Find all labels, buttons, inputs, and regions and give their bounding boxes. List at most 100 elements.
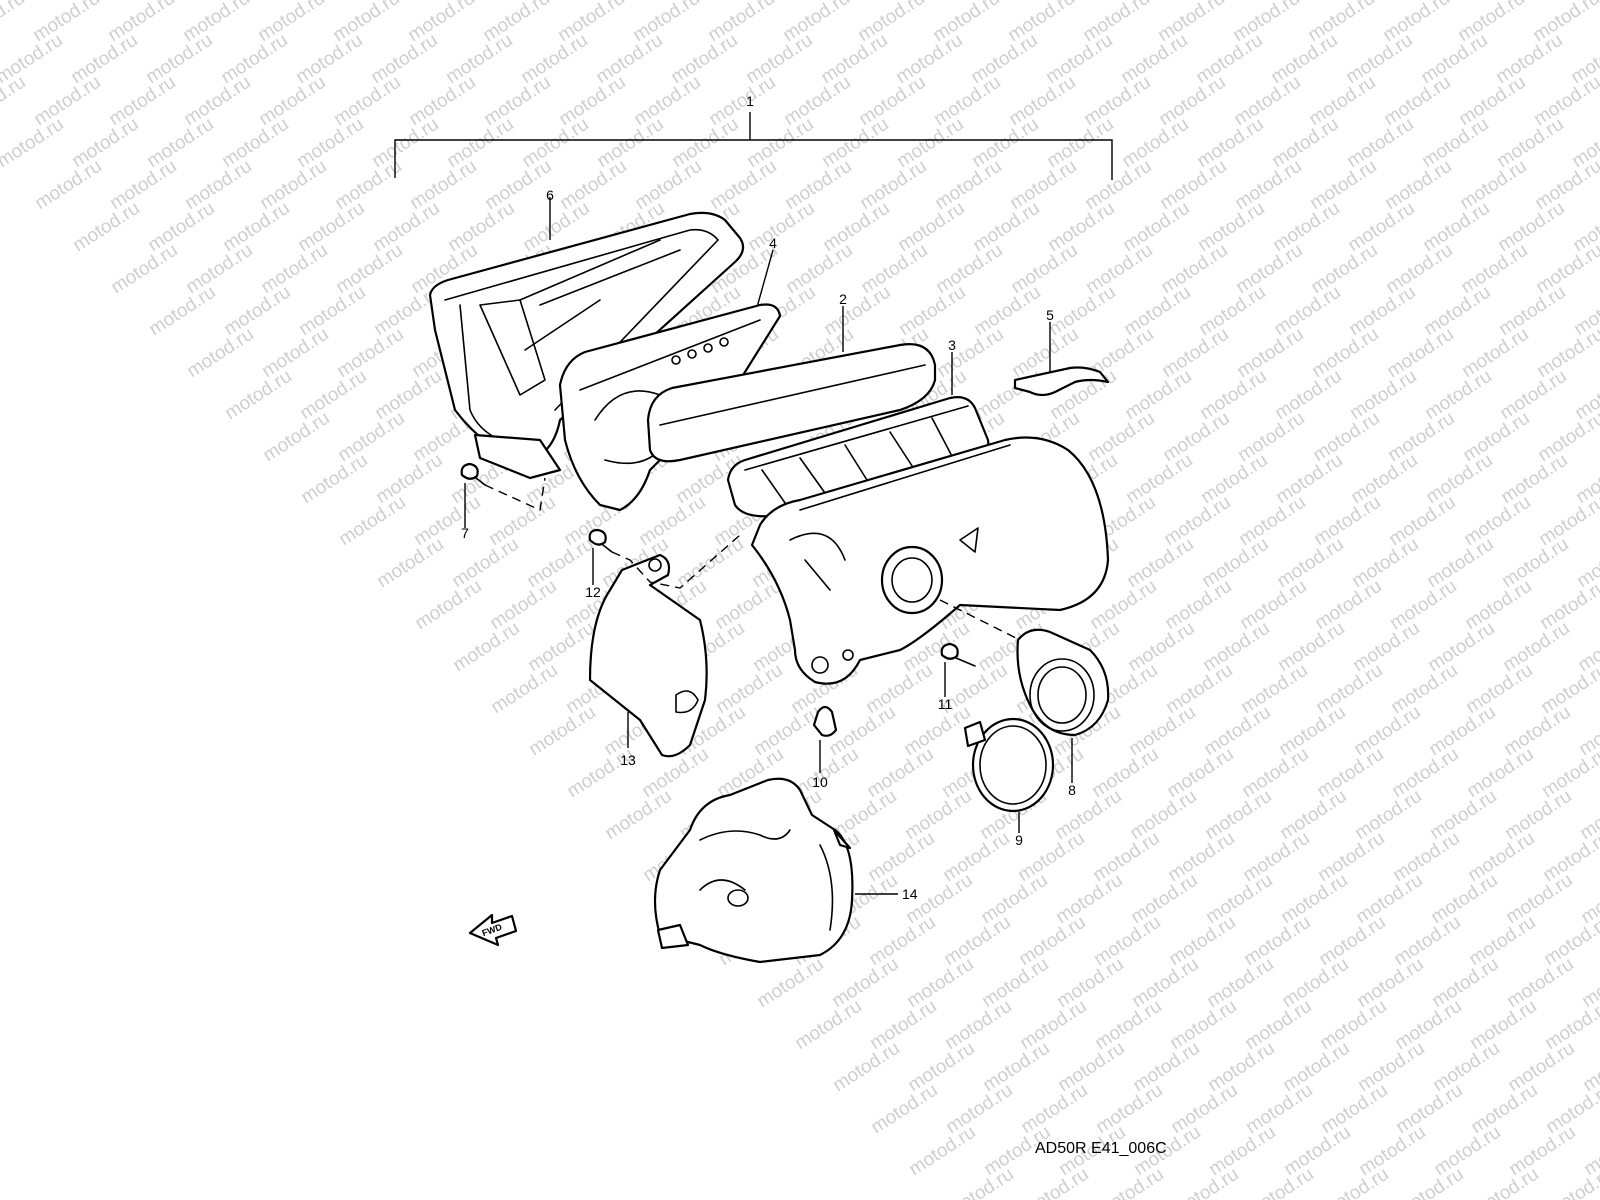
watermark-text: motod.ru: [106, 156, 180, 214]
watermark-text: motod.ru: [1272, 450, 1346, 508]
watermark-text: motod.ru: [486, 576, 560, 634]
watermark-text: motod.ru: [257, 240, 331, 298]
watermark-text: motod.ru: [635, 492, 709, 550]
watermark-text: motod.ru: [706, 156, 780, 214]
callout-8: 8: [1068, 782, 1076, 798]
watermark-text: motod.ru: [1314, 828, 1388, 886]
watermark-text: motod.ru: [1393, 1164, 1467, 1200]
watermark-text: motod.ru: [977, 870, 1051, 928]
watermark-text: motod.ru: [525, 702, 599, 760]
watermark-text: motod.ru: [1273, 534, 1347, 592]
watermark-text: motod.ru: [712, 660, 786, 718]
watermark-text: motod.ru: [1092, 1080, 1166, 1138]
watermark-text: motod.ru: [1533, 324, 1600, 382]
watermark-text: motod.ru: [105, 72, 179, 130]
watermark-text: motod.ru: [1233, 324, 1307, 382]
watermark-text: motod.ru: [943, 1164, 1017, 1200]
watermark-text: motod.ru: [1015, 912, 1089, 970]
intake-boot: 8: [939, 599, 1110, 798]
watermark-text: motod.ru: [1043, 114, 1117, 172]
watermark-text: motod.ru: [1276, 786, 1350, 844]
watermark-text: motod.ru: [1386, 576, 1460, 634]
watermark-text: motod.ru: [1342, 30, 1416, 88]
watermark-text: motod.ru: [933, 324, 1007, 382]
watermark-text: motod.ru: [1381, 156, 1455, 214]
watermark-text: motod.ru: [1192, 30, 1266, 88]
watermark-text: motod.ru: [1016, 996, 1090, 1054]
watermark-text: motod.ru: [1230, 72, 1304, 130]
watermark-text: motod.ru: [1429, 1038, 1503, 1096]
watermark-text: motod.ru: [817, 30, 891, 88]
watermark-text: motod.ru: [256, 156, 330, 214]
watermark-text: motod.ru: [1197, 450, 1271, 508]
watermark-text: motod.ru: [1159, 408, 1233, 466]
watermark-text: motod.ru: [863, 744, 937, 802]
watermark-text: motod.ru: [1504, 1038, 1578, 1096]
watermark-text: motod.ru: [255, 72, 329, 130]
watermark-text: motod.ru: [1348, 534, 1422, 592]
watermark-text: motod.ru: [1312, 660, 1386, 718]
filter-element: 2: [646, 291, 937, 463]
watermark-text: motod.ru: [1460, 492, 1534, 550]
watermark-text: motod.ru: [183, 324, 257, 382]
watermark-text: motod.ru: [1466, 996, 1540, 1054]
watermark-text: motod.ru: [1129, 1038, 1203, 1096]
watermark-text: motod.ru: [866, 996, 940, 1054]
watermark-text: motod.ru: [1051, 786, 1125, 844]
watermark-text: motod.ru: [1243, 1164, 1317, 1200]
watermark-text: motod.ru: [1461, 576, 1535, 634]
watermark-text: motod.ru: [1430, 1122, 1504, 1180]
watermark-text: motod.ru: [372, 450, 446, 508]
watermark-text: motod.ru: [904, 1038, 978, 1096]
watermark-text: motod.ru: [1237, 660, 1311, 718]
watermark-text: motod.ru: [940, 912, 1014, 970]
watermark-text: motod.ru: [1457, 240, 1531, 298]
watermark-text: motod.ru: [1428, 954, 1502, 1012]
callout-11: 11: [938, 696, 953, 712]
watermark-text: motod.ru: [1388, 744, 1462, 802]
watermark-text: motod.ru: [1236, 576, 1310, 634]
watermark-text: motod.ru: [1196, 366, 1270, 424]
watermark-text: motod.ru: [0, 72, 30, 130]
callout-3: 3: [948, 337, 956, 353]
mounting-plate: 5: [1013, 307, 1110, 397]
watermark-text: motod.ru: [1392, 1080, 1466, 1138]
watermark-text: motod.ru: [487, 660, 561, 718]
watermark-text: motod.ru: [405, 72, 479, 130]
watermark-text: motod.ru: [865, 912, 939, 970]
watermark-text: motod.ru: [782, 240, 856, 298]
watermark-text: motod.ru: [1018, 1164, 1092, 1200]
watermark-text: motod.ru: [1420, 282, 1494, 340]
watermark-text: motod.ru: [1118, 114, 1192, 172]
callout-13: 13: [620, 752, 636, 768]
watermark-text: motod.ru: [1344, 198, 1418, 256]
lower-cover: 14: [653, 777, 918, 964]
watermark-text: motod.ru: [1493, 114, 1567, 172]
watermark-text: motod.ru: [1082, 240, 1156, 298]
watermark-text: motod.ru: [971, 366, 1045, 424]
watermark-text: motod.ru: [367, 30, 441, 88]
watermark-text: motod.ru: [1387, 660, 1461, 718]
watermark-text: motod.ru: [68, 114, 142, 172]
watermark-text: motod.ru: [1502, 870, 1576, 928]
watermark-text: motod.ru: [867, 1080, 941, 1138]
watermark-text: motod.ru: [31, 156, 105, 214]
watermark-text: motod.ru: [1203, 954, 1277, 1012]
watermark-text: motod.ru: [1090, 912, 1164, 970]
watermark-text: motod.ru: [1160, 492, 1234, 550]
watermark-text: motod.ru: [1005, 72, 1079, 130]
watermark-text: motod.ru: [219, 198, 293, 256]
watermark-text: motod.ru: [1419, 198, 1493, 256]
watermark-text: motod.ru: [1240, 912, 1314, 970]
watermark-text: motod.ru: [1351, 786, 1425, 844]
watermark-text: motod.ru: [705, 72, 779, 130]
watermark-text: motod.ru: [1305, 72, 1379, 130]
watermark-text: motod.ru: [258, 324, 332, 382]
watermark-text: motod.ru: [371, 366, 445, 424]
callout-2: 2: [839, 291, 847, 307]
watermark-text: motod.ru: [743, 114, 817, 172]
watermark-text: motod.ru: [481, 156, 555, 214]
watermark-text: motod.ru: [1423, 534, 1497, 592]
watermark-text: motod.ru: [0, 0, 29, 46]
watermark-text: motod.ru: [1234, 408, 1308, 466]
